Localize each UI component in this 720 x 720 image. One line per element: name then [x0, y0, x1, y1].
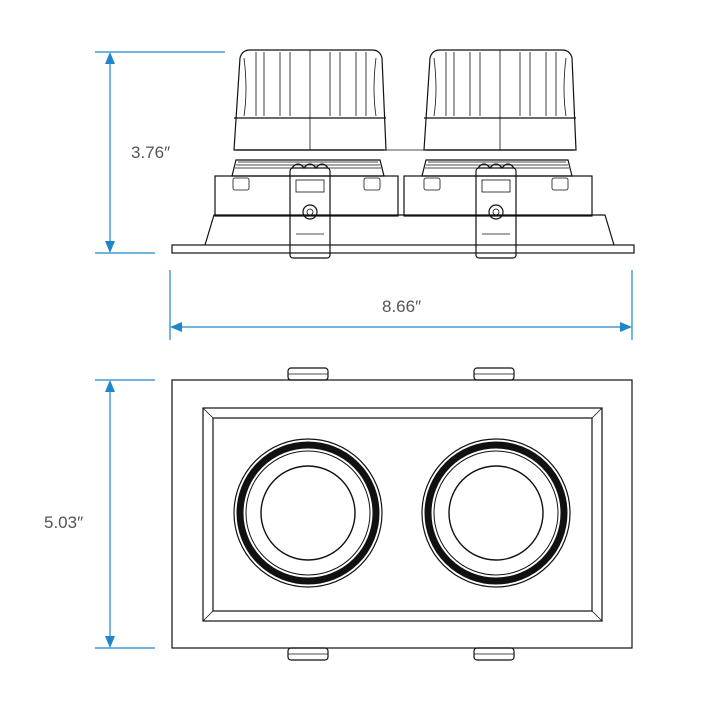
width-dimension [169, 270, 633, 340]
side-left-neck [231, 159, 385, 177]
front-outer-trim [171, 379, 633, 649]
side-trim-flange [171, 244, 635, 254]
front-left-aperture [233, 438, 383, 588]
depth-dimension [95, 379, 155, 649]
side-left-spring-clip [289, 163, 331, 259]
side-view [171, 49, 635, 259]
front-top-left-tab [287, 367, 329, 381]
front-top-right-tab [473, 367, 515, 381]
side-right-thread [425, 161, 569, 169]
width-dimension-label: 8.66″ [382, 297, 421, 316]
height-dimension-label: 3.76″ [131, 143, 170, 162]
side-left-module-body [214, 175, 399, 217]
side-right-neck [421, 159, 573, 177]
front-right-aperture [421, 438, 571, 588]
side-housing [204, 214, 615, 246]
side-left-heatsink [233, 49, 387, 151]
side-right-heatsink [423, 49, 577, 151]
front-inner-frame [202, 407, 603, 622]
height-dimension [95, 51, 225, 254]
front-bottom-right-tab [473, 647, 515, 661]
depth-dimension-label: 5.03″ [44, 513, 83, 532]
front-view [171, 367, 633, 661]
front-bottom-left-tab [287, 647, 329, 661]
side-right-spring-clip [475, 163, 517, 259]
